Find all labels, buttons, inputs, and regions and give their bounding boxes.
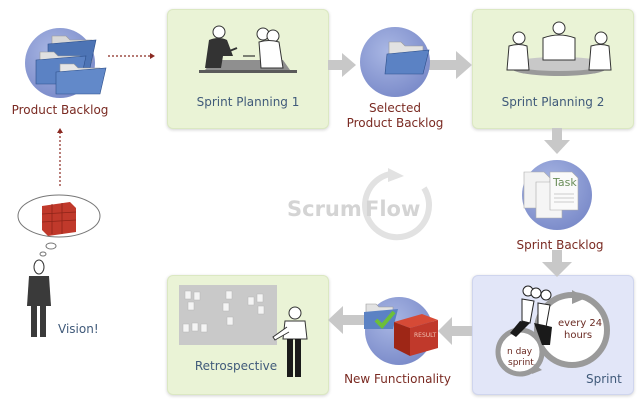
presenter-icon: [272, 306, 308, 377]
sprint-label: Sprint: [586, 372, 622, 386]
cycle-sprint-text-1: n day: [507, 347, 533, 357]
thinking-person-icon: [27, 259, 51, 337]
result-box-icon: [394, 314, 438, 356]
watermark-scrum: Scrum: [287, 197, 362, 221]
arrow-sprint-to-new-functionality: [438, 317, 472, 345]
cycle-sprint-text-2: sprint: [508, 358, 534, 368]
task-doc-text: Task: [553, 176, 577, 189]
arrow-sprint-backlog-to-sprint: [542, 250, 572, 277]
brick-wall-icon: [41, 202, 77, 236]
scrum-flow-cycle-icon: [362, 168, 433, 241]
selected-product-backlog-label-line1: Selected: [368, 101, 422, 115]
folder-check-icon: [364, 303, 398, 329]
folder-icon: [384, 41, 430, 75]
cycle-daily-text-2: hours: [564, 330, 593, 341]
watermark-flow: Flow: [365, 197, 421, 221]
vision-label: Vision!: [58, 322, 99, 336]
sticky-notes-icon: [182, 290, 265, 333]
task-documents-icon: [523, 171, 579, 219]
product-backlog-label: Product Backlog: [11, 103, 109, 117]
running-people-icon: [510, 285, 552, 345]
folders-icon: [35, 35, 107, 95]
round-table-meeting-icon: [506, 21, 612, 76]
dotted-arrow-backlog-to-sp1: [108, 53, 155, 59]
meeting-icon: [199, 25, 297, 73]
result-box-text: RESULT: [414, 332, 437, 339]
arrow-sp2-to-sprint-backlog: [544, 128, 570, 154]
arrow-selected-to-sp2: [428, 51, 472, 79]
new-functionality-label: New Functionality: [344, 372, 451, 386]
retrospective-label: Retrospective: [194, 359, 278, 373]
selected-product-backlog-label-line2: Product Backlog: [346, 116, 444, 130]
arrow-new-functionality-to-retrospective: [328, 306, 365, 334]
sprint-backlog-label: Sprint Backlog: [516, 238, 604, 252]
sprint-planning-1-label: Sprint Planning 1: [196, 95, 300, 109]
sprint-planning-2-label: Sprint Planning 2: [501, 95, 605, 109]
arrow-sp1-to-selected: [328, 53, 356, 77]
dotted-arrow-vision-to-backlog: [57, 128, 63, 186]
cycle-daily-text-1: every 24: [558, 318, 603, 329]
